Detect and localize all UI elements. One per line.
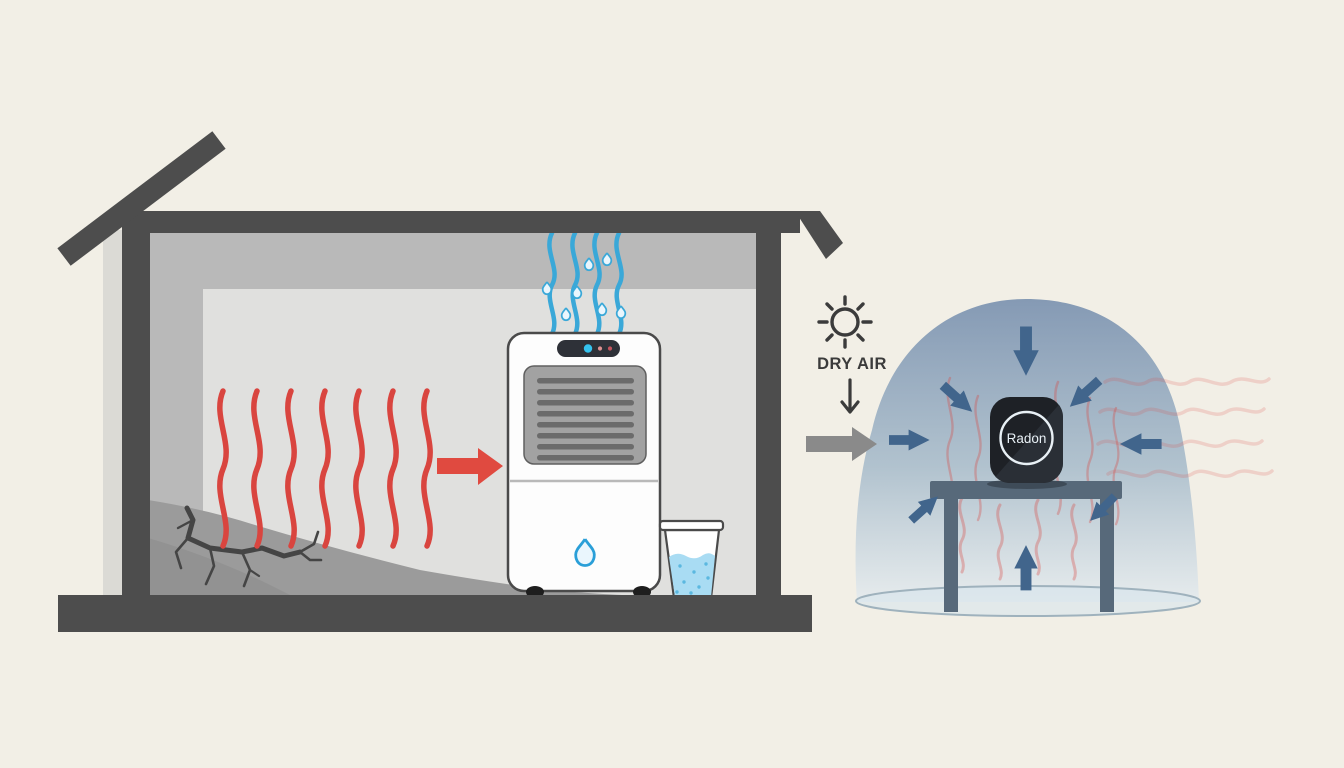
detector-label: Radon [1007,431,1047,446]
wall-outer-strip [103,230,123,595]
indicator-light [597,346,603,351]
indicator-light [607,346,613,351]
left-wall [122,211,150,595]
dry-air-label: DRY AIR [817,355,887,373]
vent-slats [537,378,634,461]
right-wall [756,211,781,595]
table [930,481,1122,612]
bucket-rim [658,519,725,532]
basement-floor [58,595,812,632]
table-leg [1100,498,1114,612]
table-leg [944,498,958,612]
dry-air-down-arrow-icon [840,378,860,414]
foundation-crack-icon [174,505,323,588]
detector-ring [999,410,1054,466]
radon-test-scene: DRY AIR [806,295,1274,617]
bucket-water [669,553,715,597]
dome-base [855,585,1201,617]
roof-rafter [57,131,226,266]
sun-icon [817,295,873,349]
soil-mound [148,500,622,595]
power-light [583,344,593,353]
ceiling-beam [122,211,800,233]
collection-bucket [658,519,725,600]
dehumidifier [506,331,662,598]
right-eave [795,211,843,259]
water-dots [675,562,710,595]
red-flow-arrow-icon [437,448,503,485]
table-top [930,481,1122,499]
basement-scene [57,131,843,632]
soil-mound-shadow [148,538,290,595]
transition-arrow-icon [806,427,877,461]
house-frame [58,211,843,632]
radon-detector: Radon [987,397,1067,489]
